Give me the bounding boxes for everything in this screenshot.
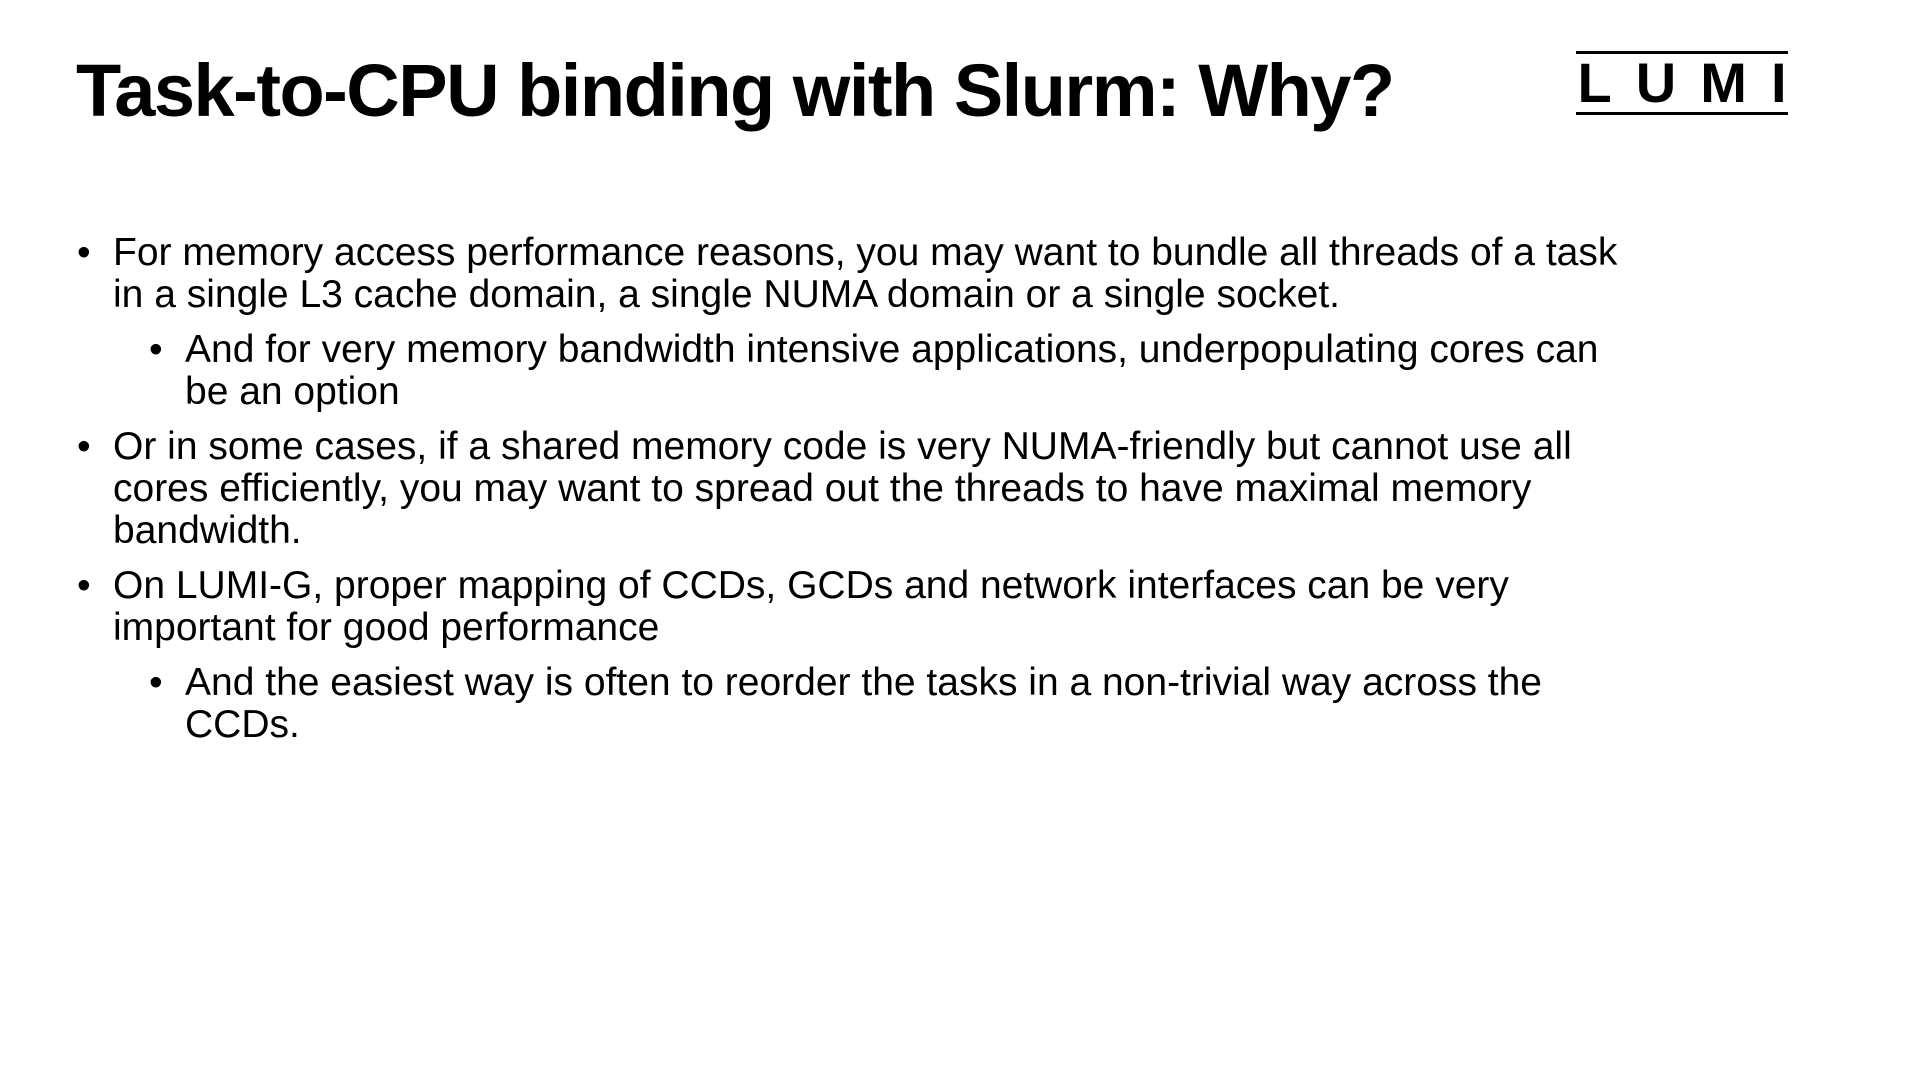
bullet-icon: • [149,661,163,704]
bullet-item: • On LUMI-G, proper mapping of CCDs, GCD… [0,565,1910,649]
bullet-text: And the easiest way is often to reorder … [185,661,1543,746]
bullet-text: On LUMI-G, proper mapping of CCDs, GCDs … [113,564,1509,649]
bullet-text: For memory access performance reasons, y… [113,231,1618,316]
bullet-icon: • [77,564,91,607]
bullet-icon: • [77,231,91,274]
bullet-item: • And for very memory bandwidth intensiv… [0,329,1910,413]
bullet-item: • And the easiest way is often to reorde… [0,662,1910,746]
bullet-list: • For memory access performance reasons,… [0,232,1910,759]
bullet-item: • For memory access performance reasons,… [0,232,1910,316]
slide-title: Task-to-CPU binding with Slurm: Why? [76,49,1395,132]
bullet-text: And for very memory bandwidth intensive … [185,328,1599,413]
bullet-text: Or in some cases, if a shared memory cod… [113,425,1572,552]
bullet-item: • Or in some cases, if a shared memory c… [0,426,1910,552]
lumi-logo-text: LUMI [1577,51,1811,114]
bullet-icon: • [77,425,91,468]
lumi-logo: LUMI [1576,51,1788,115]
bullet-icon: • [149,328,163,371]
